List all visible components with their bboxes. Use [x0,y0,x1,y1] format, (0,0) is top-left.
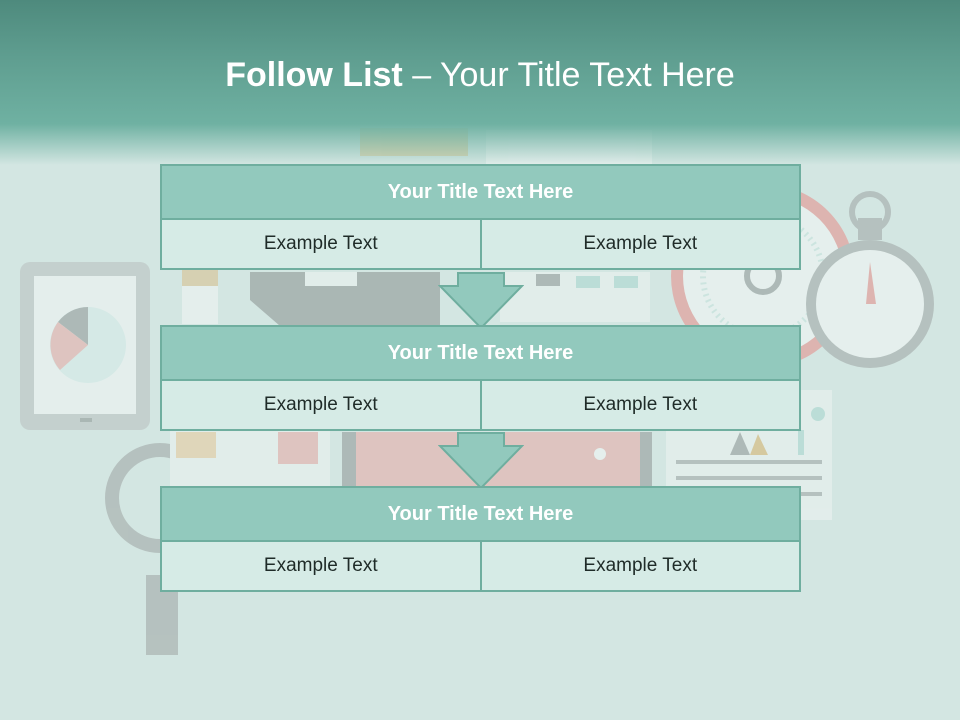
block-row: Example Text Example Text [160,542,801,592]
block-cell-left: Example Text [263,233,378,254]
block-heading: Your Title Text Here [160,486,801,542]
block-heading: Your Title Text Here [160,325,801,381]
block-row: Example Text Example Text [160,220,801,270]
block-cell-right: Example Text [479,381,800,429]
stopwatch-icon [806,191,934,368]
title-rest: – Your Title Text Here [402,56,735,94]
page-title: Follow List – Your Title Text Here [0,52,960,98]
block-row: Example Text Example Text [160,381,801,431]
follow-list-block-2: Your Title Text Here Example Text Exampl… [160,325,801,431]
block-cell-right: Example Text [479,220,800,268]
block-heading: Your Title Text Here [160,164,801,220]
follow-list-block-1: Your Title Text Here Example Text Exampl… [160,164,801,270]
bar-chart-icon [500,272,650,322]
follow-list-block-3: Your Title Text Here Example Text Exampl… [160,486,801,592]
title-bold: Follow List [225,56,403,94]
block-cell-left: Example Text [263,394,378,415]
block-cell-right: Example Text [479,542,800,590]
block-cell-left: Example Text [263,555,378,576]
header-band [0,0,960,165]
down-arrow-icon [438,432,524,490]
tablet-pie-chart-icon [20,262,150,430]
down-arrow-icon [438,272,524,330]
